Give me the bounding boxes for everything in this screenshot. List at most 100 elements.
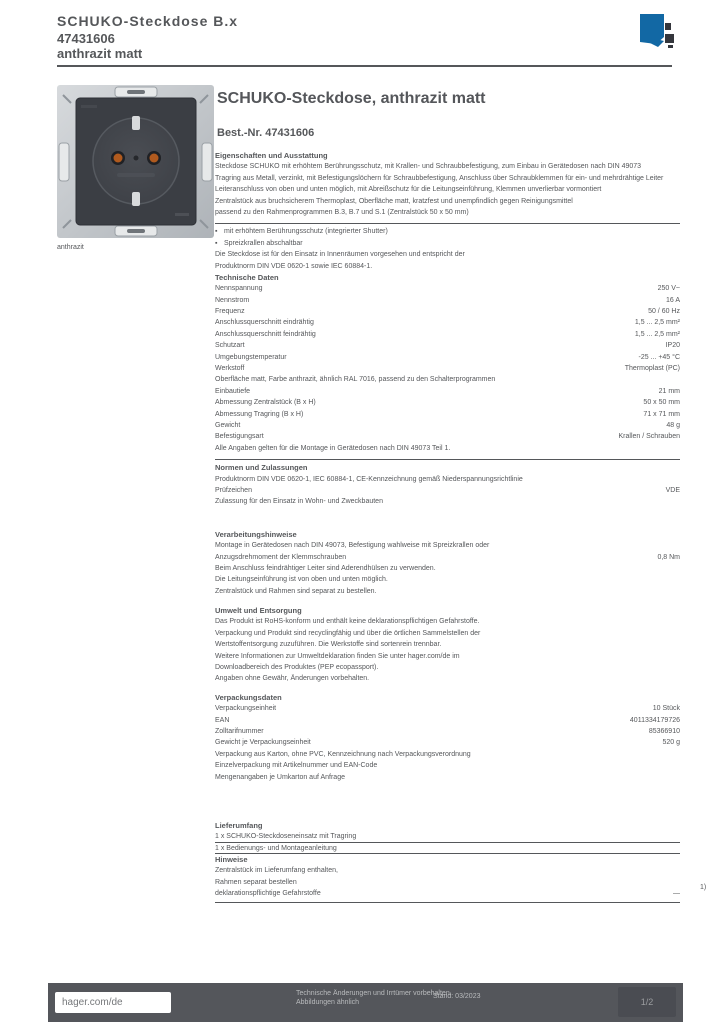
section-gap [215,597,680,605]
spec-value: IP20 [665,342,680,350]
spec-value: 1,5 ... 2,5 mm² [634,319,680,327]
section-heading: Verpackungsdaten [215,692,282,702]
spec-text-line: Angaben ohne Gewähr, Änderungen vorbehal… [215,675,370,683]
image-caption: anthrazit [57,244,84,251]
spec-value: 0,8 Nm [657,553,680,561]
section-heading: Verarbeitungshinweise [215,529,297,539]
spec-label: Gewicht [215,421,241,429]
spec-value: 50 x 50 mm [643,399,680,407]
footer-note-line2: Abbildungen ähnlich [296,999,360,1006]
spec-value: 50 / 60 Hz [648,308,680,316]
section-rule [215,900,680,903]
spec-value: 85366910 [648,727,680,735]
spec-row: Werkstoff Thermoplast (PC) [215,363,680,374]
footer-link-box[interactable]: hager.com/de [55,992,171,1013]
spec-text-line: 1 x Bedienungs- und Montageanleitung [215,843,680,855]
spec-label: Werkstoff [215,365,245,373]
spec-label: Abmessung Tragring (B x H) [215,410,304,418]
spec-label: Anschlussquerschnitt feindrähtig [215,330,316,338]
footer-band: hager.com/de Technische Änderungen und I… [48,983,683,1022]
spec-label: Anschlussquerschnitt eindrähtig [215,319,314,327]
spec-value: 71 x 71 mm [643,410,680,418]
spec-row: Umgebungstemperatur-25 ... +45 °C [215,352,680,363]
spec-label: Nennstrom [215,296,250,304]
bullet-icon: ▪ [215,228,218,236]
header-rule [57,65,672,67]
spec-label: Schutzart [215,342,245,350]
spec-row: Gewicht 48 g [215,420,680,431]
header-ref-number: 47431606 [57,31,115,46]
product-photo [57,85,214,238]
spec-text-line: Die Steckdose ist für den Einsatz in Inn… [215,251,465,259]
spec-label: Zolltarifnummer [215,727,264,735]
spec-label: Einbautiefe [215,387,251,395]
spec-text-line: Rahmen separat bestellen [215,878,297,886]
spec-text-line: 1 x SCHUKO-Steckdoseneinsatz mit Tragrin… [215,831,680,843]
section-heading: Normen und Zulassungen [215,463,308,473]
spec-text-line: Weitere Informationen zur Umweltdeklarat… [215,652,460,660]
section-gap [215,508,680,529]
spec-text-line: Einzelverpackung mit Artikelnummer und E… [215,762,378,770]
section-heading: Eigenschaften und Ausstattung [215,151,328,160]
footer-page-number: 1/2 [618,987,676,1017]
spec-text-line: Alle Angaben gelten für die Montage in G… [215,444,451,452]
brand-logo-icon [638,13,678,49]
spec-row: deklarationspflichtige Gefahrstoffe— [215,888,680,899]
spec-text-line: Steckdose SCHUKO mit erhöhtem Berührungs… [215,163,642,171]
spec-text-line: Leiteranschluss von oben und unten mögli… [215,186,602,194]
spec-row: Verpackungseinheit 10 Stück [215,703,680,714]
spec-text-line: Zentralstück aus bruchsicherem Thermopla… [215,197,573,205]
spec-label: EAN [215,716,230,724]
spec-text-line: Mengenangaben je Umkarton auf Anfrage [215,773,345,781]
section-heading: Umwelt und Entsorgung [215,606,302,616]
spec-text-line: Zentralstück und Rahmen sind separat zu … [215,587,377,595]
footer-note: Technische Änderungen und Irrtümer vorbe… [296,989,526,1007]
spec-value: 1,5 ... 2,5 mm² [634,330,680,338]
spec-row: Anzugsdrehmoment der Klemmschrauben 0,8 N… [215,552,680,563]
spec-text-line: Die Leitungseinführung ist von oben und … [215,576,388,584]
footer-note-line1: Technische Änderungen und Irrtümer vorbe… [296,990,452,997]
section-heading: Technische Daten [215,272,279,282]
spec-label: Anzugsdrehmoment der Klemmschrauben [215,553,347,561]
spec-label: Befestigungsart [215,433,264,441]
header-ref-variant: anthrazit matt [57,46,143,61]
footer-date: Stand: 03/2023 [433,993,481,1000]
section-rule [215,454,680,461]
bullet-icon: ▪ [215,239,218,247]
spec-label: deklarationspflichtige Gefahrstoffe [215,890,321,898]
spec-value: 48 g [666,421,680,429]
spec-row: Anschlussquerschnitt eindrähtig 1,5 ... 2… [215,317,680,328]
spec-label: Abmessung Zentralstück (B x H) [215,399,316,407]
spec-text-line: passend zu den Rahmenprogrammen B.3, B.7… [215,208,469,216]
spec-row: Abmessung Tragring (B x H) 71 x 71 mm [215,409,680,420]
spec-value: 10 Stück [652,705,680,713]
spec-text-line: Wertstoffentsorgung zuzuführen. Die Werk… [215,641,442,649]
spec-text-line: Downloadbereich des Produktes (PEP ecopa… [215,664,379,672]
page-title: SCHUKO-Steckdose, anthrazit matt [217,90,486,107]
spec-label: Verpackungseinheit [215,705,277,713]
spec-value: Thermoplast (PC) [624,365,680,373]
section-rule [215,218,680,225]
spec-text-line: Zentralstück im Lieferumfang enthalten, [215,867,338,875]
footer-link[interactable]: hager.com/de [62,997,123,1008]
section-gap [215,685,680,692]
header-product-line: SCHUKO-Steckdose B.x [57,13,239,29]
spec-text-line: Produktnorm DIN VDE 0620-1 sowie IEC 608… [215,262,373,270]
spec-text-line: Montage in Gerätedosen nach DIN 49073, B… [215,542,490,550]
spec-label: Nennspannung [215,285,263,293]
spec-text-line: Tragring aus Metall, verzinkt, mit Befes… [215,174,664,182]
spec-text-line: Verpackung und Produkt sind recyclingfäh… [215,629,481,637]
footnote-mark: 1) [700,884,707,891]
section-heading: Hinweise [215,855,248,865]
spec-label: Gewicht je Verpackungseinheit [215,739,311,747]
spec-text-line: Produktnorm DIN VDE 0620-1, IEC 60884-1,… [215,475,523,483]
section-heading: Lieferumfang [215,820,263,830]
spec-text-line: Zulassung für den Einsatz in Wohn- und Z… [215,498,383,506]
header-ref-block: 47431606 anthrazit matt [57,31,142,61]
